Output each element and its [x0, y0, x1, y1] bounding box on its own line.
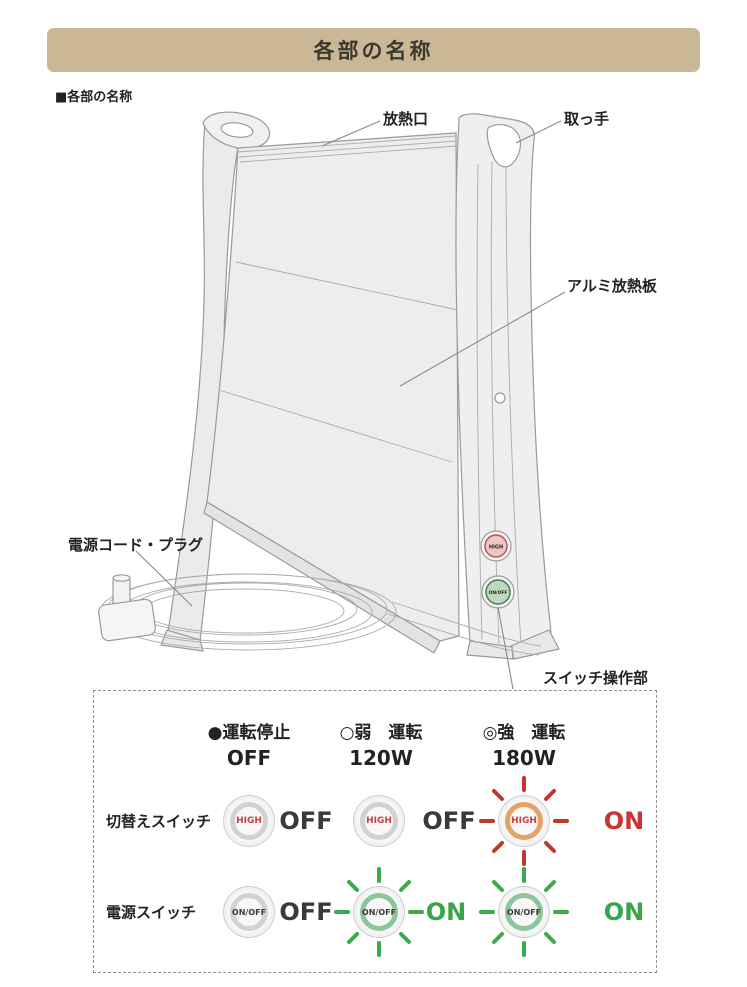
- switch-button-label: HIGH: [511, 816, 537, 826]
- switch-ring: [360, 802, 398, 840]
- power-plug: [98, 574, 156, 642]
- aluminum-panel: [206, 132, 460, 642]
- power-switch-on-2: ON/OFF: [479, 867, 569, 957]
- switch-button-label: ON/OFF: [506, 907, 542, 917]
- row-label-mode-switch: 切替えスイッチ: [106, 812, 212, 831]
- legend-high-watt: 180W: [492, 746, 556, 770]
- label-cord-plug: 電源コード・プラグ: [68, 536, 203, 554]
- right-handle-hole: [486, 124, 522, 168]
- page-title-banner: 各部の名称: [47, 28, 700, 72]
- leader-line-cord: [135, 550, 193, 607]
- switch-ring: [505, 802, 543, 840]
- state-on: ON: [425, 898, 467, 926]
- heater-diagram: HIGH ON/OFF 放熱口 取っ手 アルミ放熱板 電源コード・プラグ スイッ…: [68, 110, 658, 690]
- legend-low: ○弱 運転 120W: [340, 718, 423, 770]
- legend-high: ◎強 運転 180W: [483, 718, 566, 770]
- power-switch-on-1: ON/OFF: [334, 867, 424, 957]
- pillar-contour: [490, 161, 500, 645]
- state-off: OFF: [279, 898, 333, 926]
- switch-button-label: HIGH: [366, 816, 392, 826]
- legend-stop-mode: ●運転停止: [207, 723, 291, 743]
- leader-line-vent: [321, 120, 381, 147]
- high-switch-off-1: HIGH: [223, 795, 275, 847]
- switch-ring: [230, 893, 268, 931]
- state-on: ON: [603, 898, 645, 926]
- legend-low-mode: ○弱 運転: [339, 723, 423, 743]
- switch-ring: [505, 893, 543, 931]
- switch-button-label: HIGH: [236, 816, 262, 826]
- state-off: OFF: [422, 807, 476, 835]
- switch-button-label: ON/OFF: [361, 907, 397, 917]
- pillar-hole: [494, 392, 506, 404]
- leader-line-handle: [515, 120, 562, 144]
- legend-stop: ●運転停止 OFF: [208, 718, 291, 770]
- device-high-button: HIGH: [480, 530, 512, 562]
- high-switch-off-2: HIGH: [353, 795, 405, 847]
- power-switch-off: ON/OFF: [223, 886, 275, 938]
- pillar-contour: [476, 163, 483, 641]
- legend-stop-watt: OFF: [226, 746, 272, 770]
- svg-text:HIGH: HIGH: [489, 545, 503, 551]
- switch-button-label: ON/OFF: [231, 907, 267, 917]
- state-off: OFF: [279, 807, 333, 835]
- panel-division-line: [218, 389, 453, 463]
- switch-ring: [360, 893, 398, 931]
- switch-ring: [230, 802, 268, 840]
- legend-high-mode: ◎強 運転: [482, 723, 566, 743]
- vent-slats: [237, 135, 458, 163]
- state-on: ON: [603, 807, 645, 835]
- panel-division-line: [235, 261, 459, 311]
- leader-line-panel: [399, 291, 566, 387]
- label-vent: 放熱口: [382, 110, 428, 128]
- svg-text:ON/OFF: ON/OFF: [489, 590, 508, 596]
- switch-operation-panel: ●運転停止 OFF ○弱 運転 120W ◎強 運転 180W 切替えスイッチ …: [93, 690, 657, 973]
- left-pillar: [167, 121, 239, 642]
- leader-line-switch: [497, 606, 514, 690]
- page-title: 各部の名称: [313, 39, 434, 63]
- high-switch-on: HIGH: [479, 776, 569, 866]
- right-pillar: [455, 113, 552, 649]
- right-foot: [510, 629, 560, 660]
- row-label-power-switch: 電源スイッチ: [106, 903, 197, 922]
- legend-low-watt: 120W: [349, 746, 413, 770]
- section-heading: ■各部の名称: [55, 90, 133, 105]
- label-switch-area: スイッチ操作部: [543, 669, 648, 687]
- panel-bottom-edge: [203, 501, 441, 654]
- left-handle-hole: [220, 122, 254, 138]
- label-handle: 取っ手: [564, 110, 609, 128]
- device-power-button: ON/OFF: [481, 575, 515, 609]
- front-foot: [466, 640, 514, 660]
- label-heat-panel: アルミ放熱板: [567, 277, 658, 295]
- pillar-contour: [505, 159, 522, 647]
